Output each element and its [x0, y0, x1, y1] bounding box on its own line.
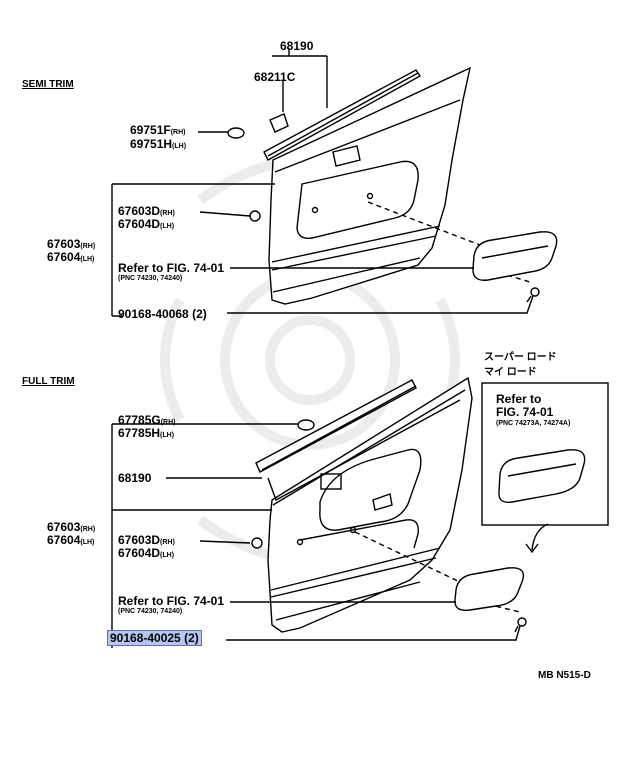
full-door-panel [267, 376, 473, 633]
semi-screw [530, 287, 540, 297]
inset-jp-line1: スーパー ロード [484, 352, 557, 363]
full-screw [517, 617, 527, 627]
full-part-67785g: 67785G(RH) [118, 413, 176, 427]
full-refer-fig: Refer to FIG. 74-01 [118, 594, 225, 608]
full-screw-label-highlighted[interactable]: 90168-40025 (2) [107, 630, 202, 646]
full-part-67604: 67604(LH) [47, 533, 95, 547]
full-weatherstrip [255, 379, 417, 473]
full-clip-67603d [251, 537, 263, 549]
semi-part-69751h: 69751H(LH) [130, 137, 187, 151]
full-pull-handle [454, 567, 525, 611]
inset-refer-line2: FIG. 74-01 [496, 405, 554, 419]
semi-part-67603: 67603(RH) [47, 237, 96, 251]
full-part-67603: 67603(RH) [47, 520, 96, 534]
semi-clip-69751f [227, 127, 245, 139]
semi-refer-pnc: (PNC 74230, 74240) [118, 275, 183, 282]
inset-jp-line2: マイ ロード [484, 367, 537, 378]
full-clip-67785g [297, 419, 315, 431]
semi-part-67604: 67604(LH) [47, 250, 95, 264]
full-part-67785h: 67785H(LH) [118, 426, 175, 440]
semi-screw-label: 90168-40068 (2) [118, 307, 207, 321]
semi-clip-67603d [249, 210, 261, 222]
full-part-68190: 68190 [118, 471, 152, 485]
inset-refer-pnc: (PNC 74273A, 74274A) [496, 420, 571, 427]
semi-pull-handle [472, 231, 558, 281]
figure-code: MB N515-D [538, 670, 591, 681]
semi-part-68190: 68190 [280, 39, 314, 53]
semi-part-67603d: 67603D(RH) [118, 204, 175, 218]
full-trim-drawing [111, 376, 609, 648]
semi-part-69751f: 69751F(RH) [130, 123, 186, 137]
semi-part-68211c: 68211C [254, 70, 296, 84]
semi-door-panel [268, 66, 471, 305]
semi-part-67604d: 67604D(LH) [118, 217, 175, 231]
full-part-67604d: 67604D(LH) [118, 546, 175, 560]
inset-handle [498, 449, 586, 503]
section-title-semi-trim: SEMI TRIM [22, 79, 74, 90]
full-part-67603d: 67603D(RH) [118, 533, 175, 547]
semi-refer-fig: Refer to FIG. 74-01 [118, 261, 225, 275]
semi-trim-drawing [111, 48, 558, 317]
inset-refer-line1: Refer to [496, 392, 542, 406]
semi-clip-68211c [269, 113, 289, 133]
full-refer-pnc: (PNC 74230, 74240) [118, 608, 183, 615]
section-title-full-trim: FULL TRIM [22, 376, 75, 387]
